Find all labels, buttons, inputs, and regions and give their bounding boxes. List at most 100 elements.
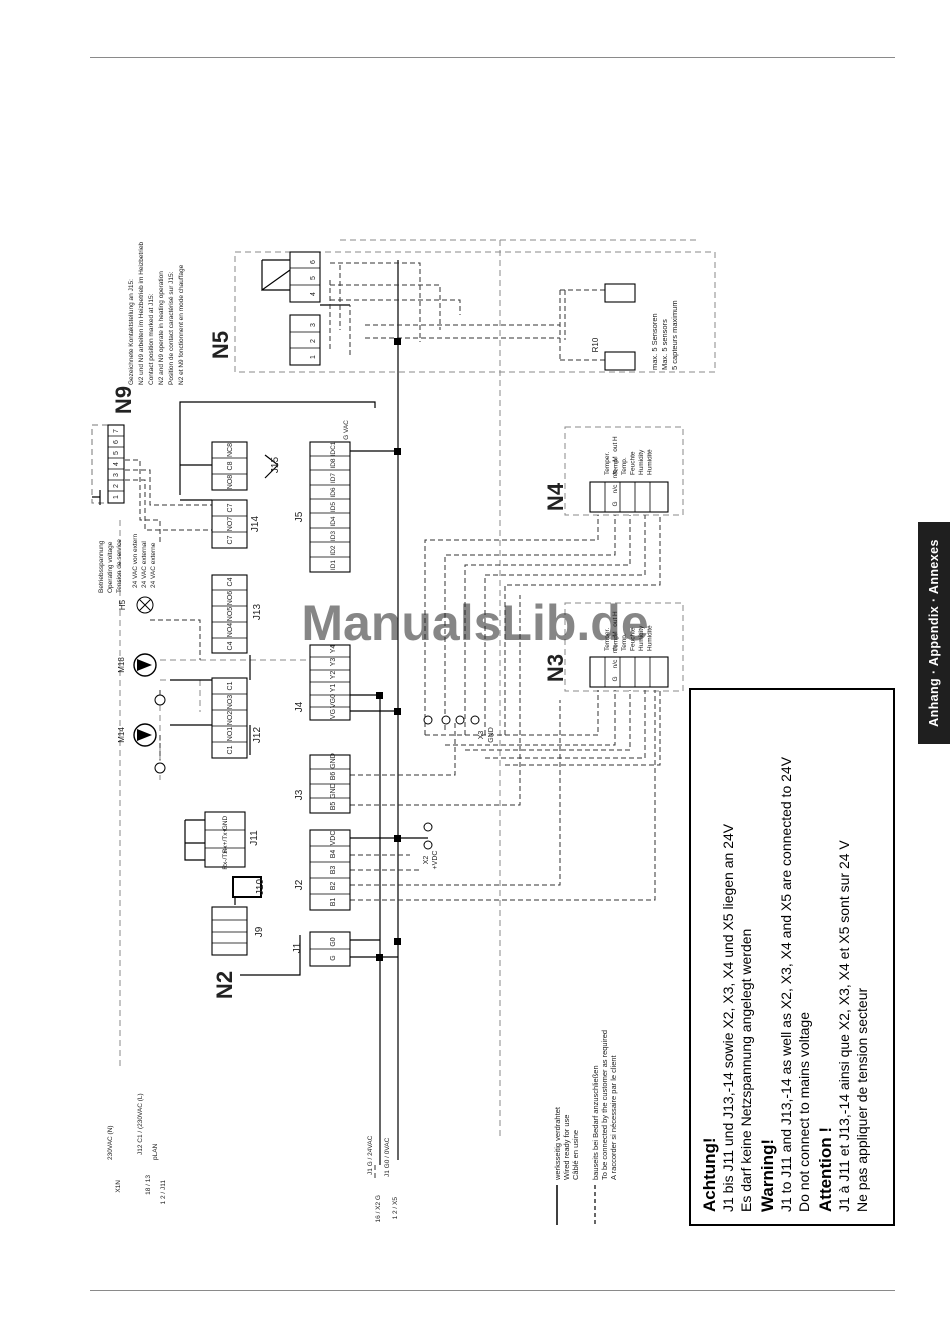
j13-pin-0: C4 [227,641,234,650]
lamp-h5 [136,596,154,614]
n9-strip-pin-5: 6 [113,440,120,444]
legend-dashed-2: A raccorder si nécessaire par le client [609,1054,618,1180]
j12-pin-4: C1 [227,681,234,690]
j2-pin-0: B1 [330,898,337,907]
j12-pin-0: C1 [227,745,234,754]
feed-line-label-1: 18 / 13 [145,1175,152,1195]
j15-pin-0: NO8 [227,475,234,490]
n5b-pin-1: 5 [310,276,317,280]
n4-label-2: Temp. [621,457,628,475]
n9-strip-pin-1: 2 [113,484,120,488]
connector-x3: X3 [478,731,485,740]
connector-j12: J12 [252,727,263,744]
j4-pin-2: Y1 [330,684,337,693]
schematic-labels: N2N3N4N5N9J1J2J3J4J5J9J10J11J12J13J14J15… [98,242,679,1225]
connector-j2: J2 [294,879,305,890]
n5b-pin-0: 4 [310,292,317,296]
module-n5: N5 [208,331,233,359]
footer-rule [90,1290,895,1291]
j5-pin-8: IDC1 [330,441,337,456]
n3-label-1: Temp. [613,633,620,651]
warning-fr-line2: Ne pas appliquer de tension secteur [854,987,870,1212]
n9-strip-pin-3: 4 [113,462,120,466]
n4-sensor-pin-0: G [612,501,619,506]
j2-pin-2: B3 [330,866,337,875]
component-h5: H5 [118,599,127,610]
j4-pin-5: Y4 [330,645,337,654]
n5-pin-0: 1 [310,355,317,359]
warning-en-line1: J1 to J11 and J13,-14 as well as X2, X3,… [778,756,794,1212]
warning-de-line2: Es darf keine Netzspannung angelegt werd… [738,928,754,1212]
j14-pin-1: NO7 [227,517,234,532]
feed-line-value-2: pLAN [152,1143,159,1160]
j13-pin-2: NO5 [227,607,234,622]
n3-sensor-pin-3: M [612,631,619,636]
connector-blocks [107,251,669,967]
j13-pin-1: NO4 [227,623,234,638]
connector-j5: J5 [294,511,305,522]
n3-sensor-pin-4: out H [612,611,619,627]
feed-line-value-3: J1 G / 24VAC [367,1135,374,1175]
n9-voltage-note-0: Betriebsspannung [98,540,105,593]
feed-line-label-3: 16 / X2 G [375,1195,382,1222]
n9-strip-pin-0: 1 [113,495,120,499]
n9-strip-pin-2: 3 [113,473,120,477]
appendix-side-tab: Anhang · Appendix · Annexes [918,522,950,744]
customer-wiring [125,262,661,1180]
sensor-note-2: 5 capteurs maximum [670,300,679,370]
j4-pin-1: VG0 [330,694,337,708]
j11-pin-2: GND [222,815,229,830]
warning-heading-en: Warning! [758,1138,777,1212]
warning-fr-line1: J1 à J11 et J13,-14 ainsi que X2, X3, X4… [836,840,852,1212]
j3-pin-2: B6 [330,772,337,781]
feed-line-label-4: 1 2 / X5 [392,1197,399,1220]
j2-pin-4: VDC [330,831,337,846]
connector-j15: J15 [270,457,281,474]
j15-pin-1: C8 [227,461,234,470]
sensor-note-0: max. 5 Sensoren [650,313,659,370]
contact-note-3: N2 and N9 operate in heating operation [158,271,165,385]
j3-pin-0: B5 [330,802,337,811]
contact-note-0: Gezeichnete Kontaktstellung an J15: [128,279,135,385]
n4-sensor-pin-2: n/c [612,469,619,478]
contact-note-5: N2 et N9 fonctionnent en mode chauffage [178,264,185,385]
connector-j14: J14 [250,516,261,533]
j12-pin-3: NO3 [227,695,234,710]
n4-label-3: Feuchte [630,451,637,475]
n3-label-4: Humidity [638,625,645,651]
j15-pin-2: NC8 [227,443,234,457]
connector-x2-vdc: +VDC [432,851,439,870]
connector-j9: J9 [254,926,265,937]
n3-sensor-pin-0: G [612,676,619,681]
j11-pin-1: Rx+/Tx+ [222,829,229,854]
component-r10: R10 [591,337,600,352]
contact-note-1: N2 und N9 arbeiten im Heizbetrieb im Hei… [138,242,145,385]
module-n4: N4 [543,482,568,511]
j2-pin-1: B2 [330,882,337,891]
j5-pin-1: ID2 [330,545,337,556]
connector-j10: J10 [255,879,266,896]
j13-pin-4: C4 [227,577,234,586]
j5-pin-6: ID7 [330,473,337,484]
j5-pin-4: ID5 [330,502,337,513]
n9-external-note-1: 24 VAC external [141,541,148,588]
j2-pin-3: B4 [330,850,337,859]
header-rule [90,57,895,58]
feed-line-value-1: J12 C1 / (230VAC (L) [137,1093,144,1155]
connector-x3-gnd: GND [488,727,495,743]
n5b-pin-2: 6 [310,260,317,264]
n4-sensor-pin-4: out H [612,436,619,452]
n4-label-0: Temper. [604,452,611,475]
j1-pin-1: G0 [330,937,337,946]
n4-sensor-pin-3: M [612,456,619,461]
n3-label-0: Temper. [604,628,611,651]
n3-label-3: Feuchte [630,627,637,651]
n9-strip-pin-6: 7 [113,429,120,433]
j3-pin-3: GND [330,753,337,769]
j14-pin-2: C7 [227,503,234,512]
warning-heading-fr: Attention ! [816,1127,835,1212]
idc1-voltage: G VAC [343,420,350,440]
legend-dashed-1: To be connected by the customer as requi… [600,1030,609,1180]
connector-x2: X2 [423,856,430,865]
